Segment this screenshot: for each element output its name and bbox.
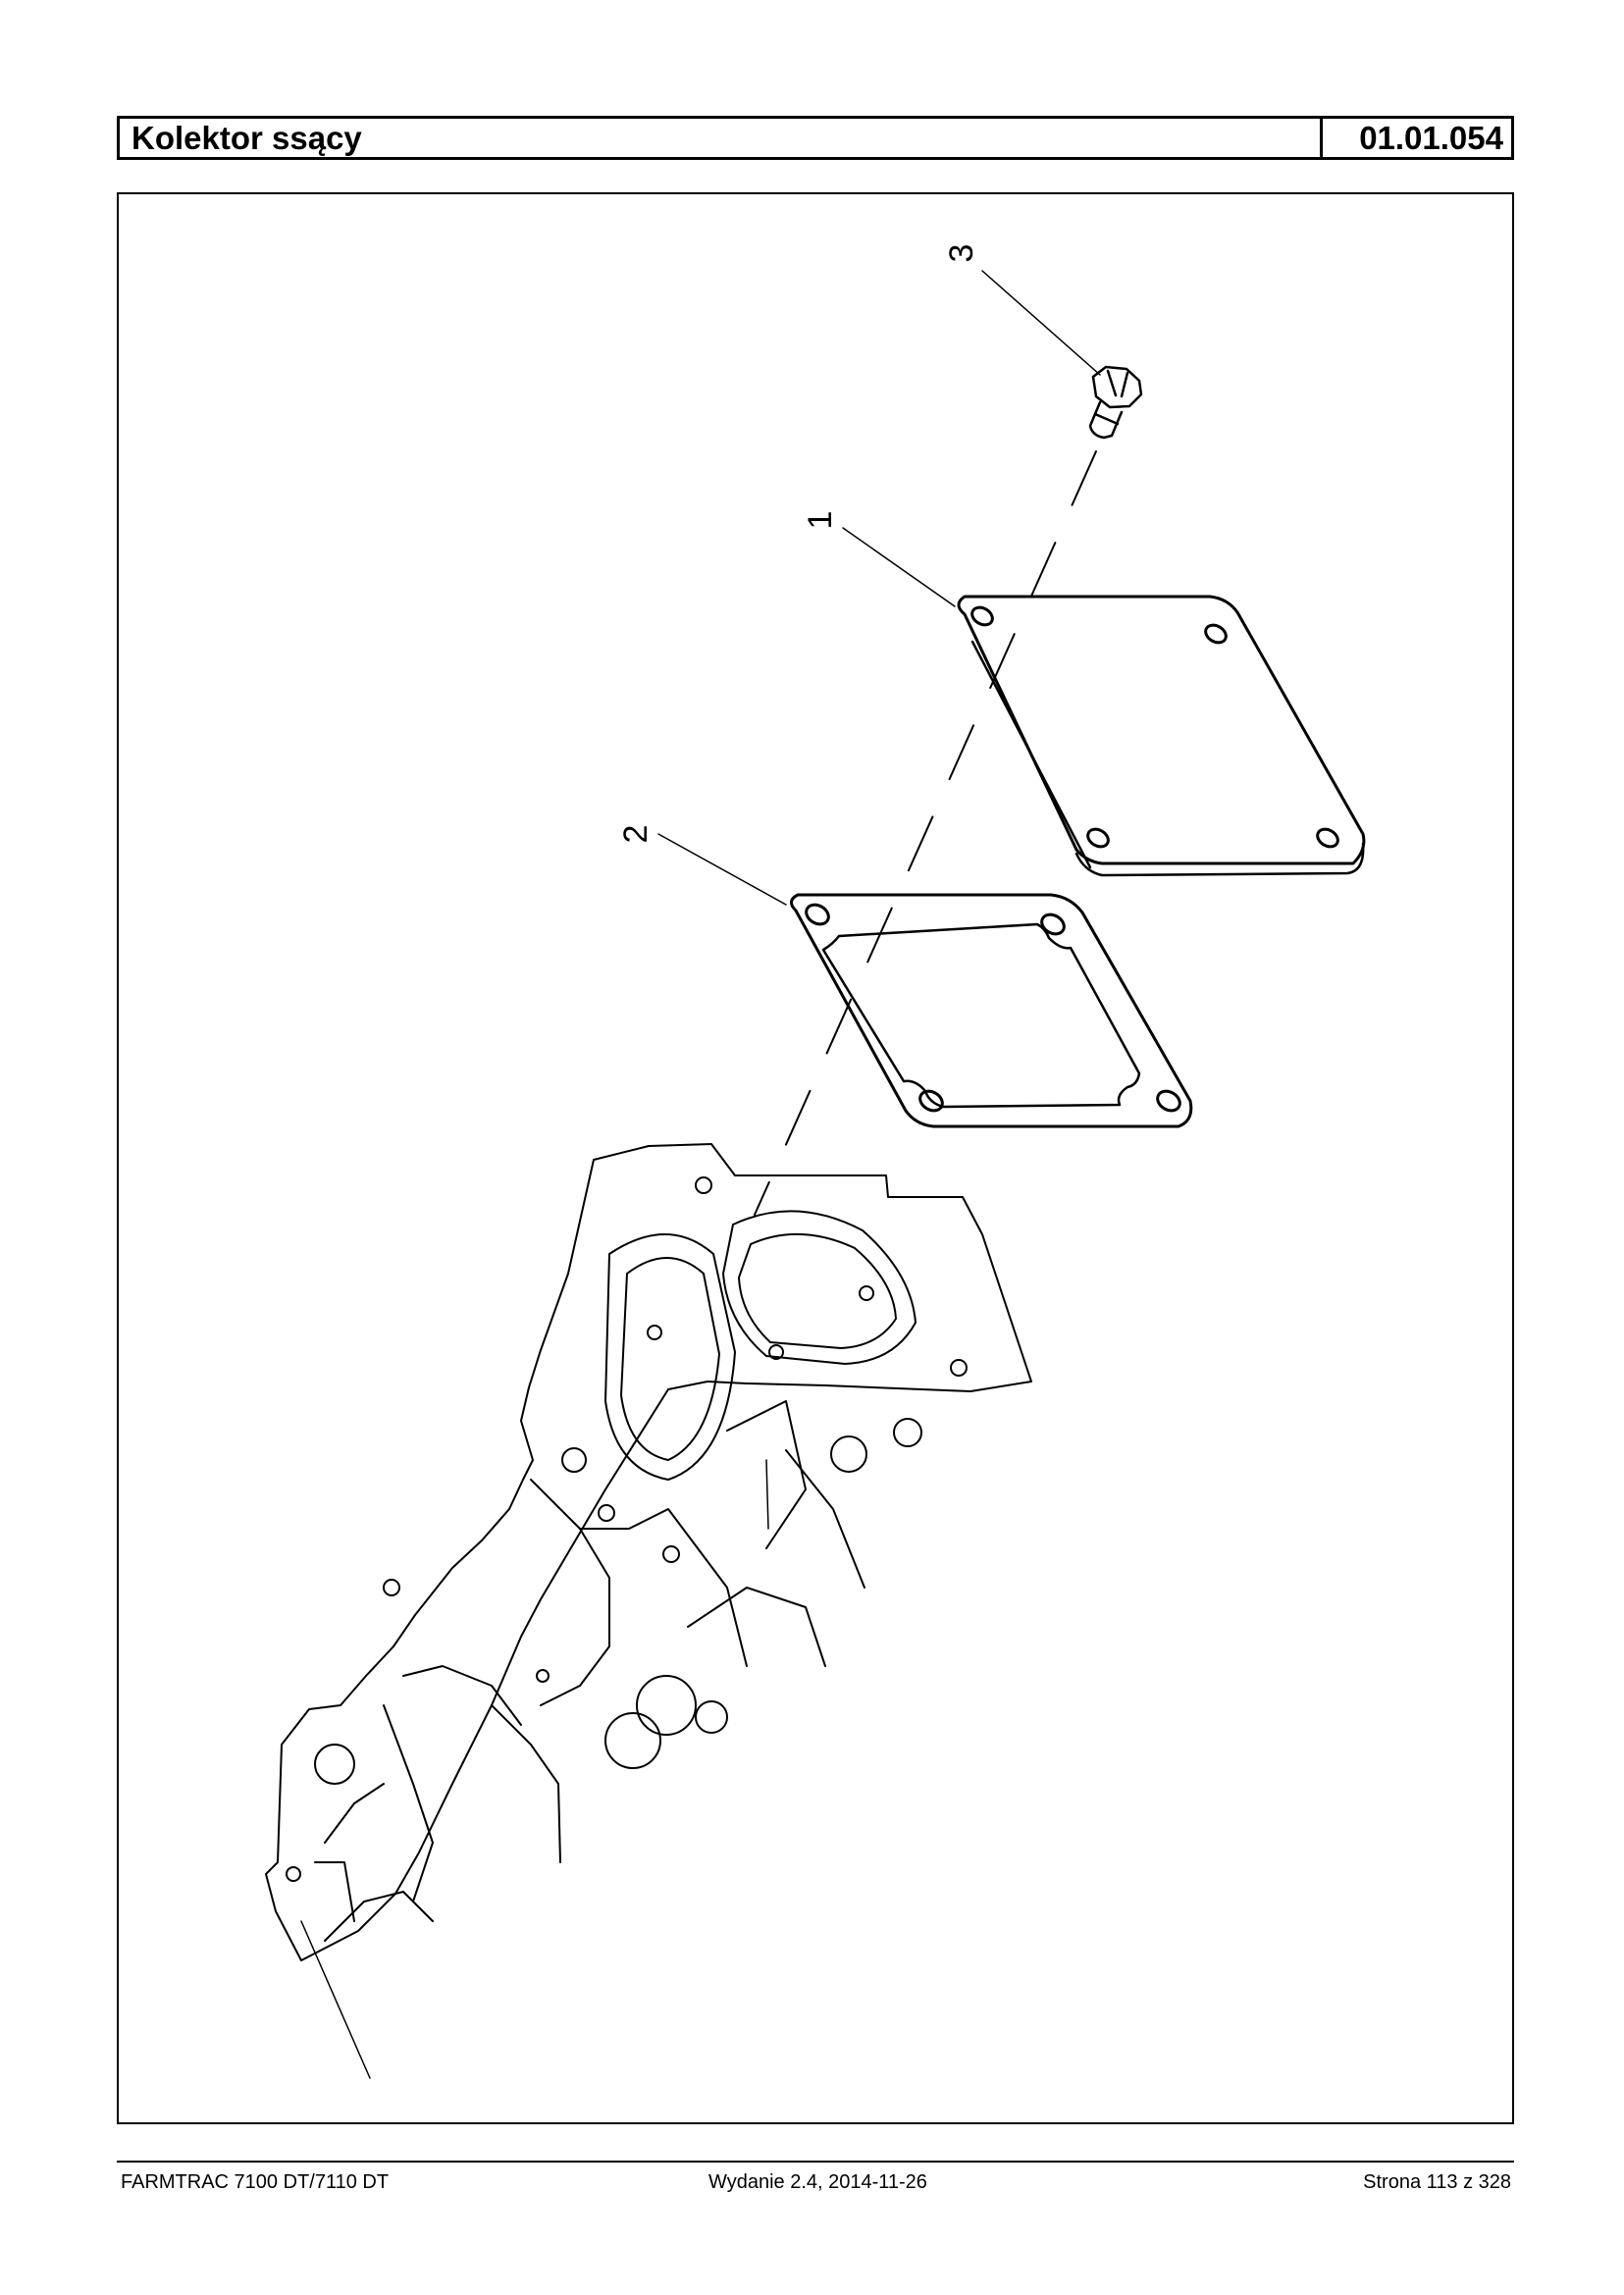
footer-page-number: Strona 113 z 328	[1363, 2171, 1511, 2193]
callout-1: 1	[802, 511, 956, 607]
diagram-frame: 3 1	[117, 192, 1514, 2124]
bolt	[1088, 365, 1143, 440]
footer-rule	[117, 2161, 1514, 2163]
callout-3: 3	[943, 244, 1101, 376]
callout-2: 2	[617, 825, 787, 906]
exploded-view-diagram: 3 1	[265, 244, 1366, 2079]
cover-plate	[957, 595, 1366, 877]
page-header: Kolektor ssący 01.01.054	[117, 116, 1514, 160]
footer-edition: Wydanie 2.4, 2014-11-26	[708, 2171, 927, 2193]
intake-manifold	[265, 1143, 1032, 2079]
callout-2-label: 2	[617, 825, 655, 844]
gasket	[790, 893, 1193, 1128]
assembly-axis-line	[754, 450, 1097, 1216]
callout-3-label: 3	[943, 244, 980, 263]
part-group-code: 01.01.054	[1359, 120, 1503, 156]
page-title: Kolektor ssący	[120, 119, 1323, 157]
footer-model: FARMTRAC 7100 DT/7110 DT	[121, 2171, 390, 2193]
callout-1-label: 1	[802, 511, 839, 530]
